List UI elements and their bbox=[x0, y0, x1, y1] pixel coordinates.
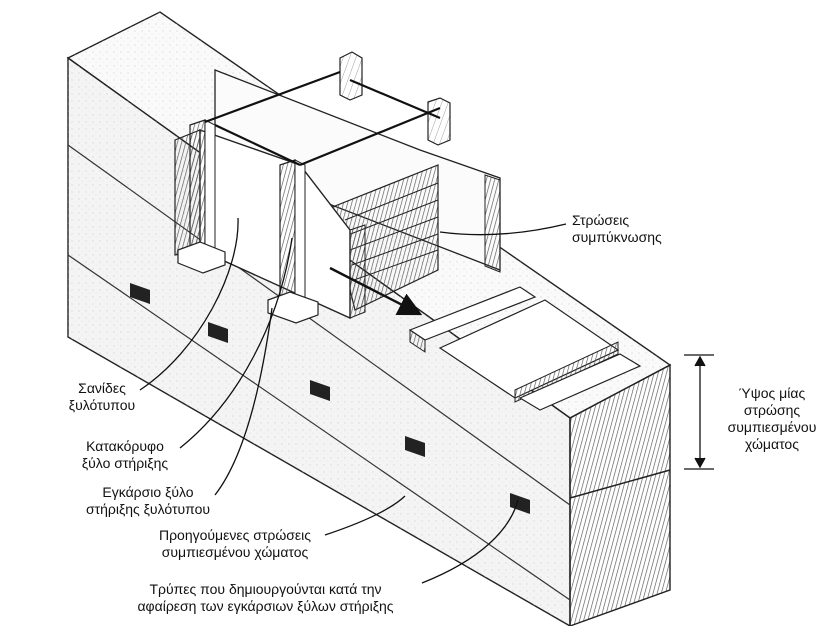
label-line: στρώσης bbox=[743, 402, 801, 418]
support-holes bbox=[130, 283, 530, 514]
label-line: Προηγούμενες στρώσεις bbox=[158, 527, 312, 543]
vertical-support-posts bbox=[177, 51, 451, 324]
formwork-ties bbox=[204, 70, 441, 167]
compaction-layers-label: Στρώσεις συμπύκνωσης bbox=[572, 212, 662, 246]
label-line: συμπύκνωσης bbox=[572, 229, 662, 245]
label-line: αφαίρεση των εγκάρσιων ξύλων στήριξης bbox=[137, 598, 394, 614]
label-line: Εγκάρσιο ξύλο bbox=[102, 484, 194, 500]
label-line: Ύψος μίας bbox=[738, 385, 806, 401]
label-line: συμπιεσμένου χώματος bbox=[161, 544, 309, 560]
label-line: στήριξης ξυλότυπου bbox=[85, 501, 211, 517]
formwork-boards-label: Σανίδες ξυλότυπου bbox=[62, 380, 142, 414]
label-line: Κατακόρυφο bbox=[86, 438, 164, 454]
top-layer-steps bbox=[408, 286, 642, 411]
cross-support-label: Εγκάρσιο ξύλο στήριξης ξυλότυπου bbox=[78, 484, 218, 518]
holes-label: Τρύπες που δημιουργούνται κατά την αφαίρ… bbox=[108, 581, 423, 615]
fill-direction-arrow bbox=[329, 266, 423, 316]
label-line: συμπιεσμένου bbox=[727, 419, 817, 435]
label-line: ξύλο στήριξης bbox=[81, 455, 169, 471]
label-line: Στρώσεις bbox=[572, 212, 630, 228]
label-line: ξυλότυπου bbox=[68, 397, 136, 413]
label-line: Σανίδες bbox=[78, 380, 126, 396]
label-line: χώματος bbox=[745, 436, 799, 452]
wall-end-face bbox=[569, 363, 671, 626]
vertical-support-label: Κατακόρυφο ξύλο στήριξης bbox=[70, 438, 180, 472]
label-line: Τρύπες που δημιουργούνται κατά την bbox=[149, 581, 382, 597]
layer-height-dimension bbox=[684, 354, 714, 470]
leader-lines bbox=[139, 217, 567, 584]
previous-layers-label: Προηγούμενες στρώσεις συμπιεσμένου χώματ… bbox=[145, 527, 325, 561]
layer-height-label: Ύψος μίας στρώσης συμπιεσμένου χώματος bbox=[718, 385, 826, 453]
